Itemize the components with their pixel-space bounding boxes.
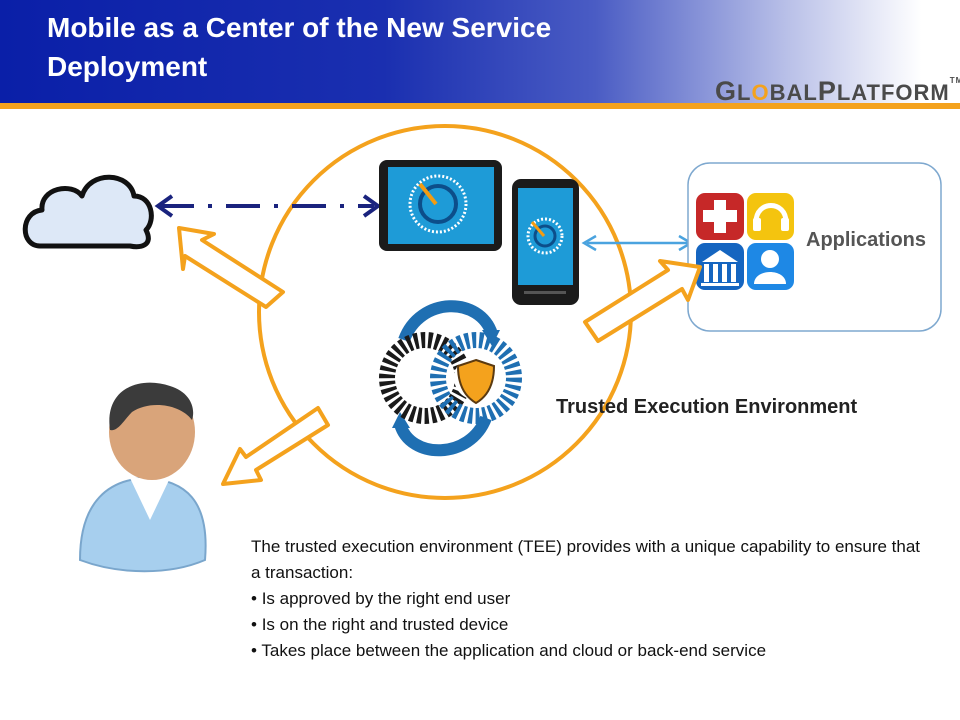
slide-title-line-1: Mobile as a Center of the New Service [47, 12, 552, 43]
bank-icon [696, 243, 744, 290]
description-bullet: Is on the right and trusted device [251, 612, 931, 638]
tee-diagram [18, 124, 942, 573]
user-badge-icon [747, 243, 794, 290]
header-banner [0, 0, 960, 103]
arrow-to-user [221, 406, 330, 486]
applications-label: Applications [806, 229, 927, 251]
description-bullet: Takes place between the application and … [251, 638, 931, 664]
user-person-icon [78, 382, 207, 573]
tablet-icon [379, 160, 502, 251]
description-bullets: Is approved by the right end user Is on … [251, 586, 931, 664]
smartphone-icon [512, 179, 579, 305]
globalplatform-logo: GLOBALPLATFORMTM [715, 76, 960, 106]
slide-title: Mobile as a Center of the New Service De… [47, 8, 667, 86]
header-accent-bar [0, 103, 960, 109]
arrow-to-applications [583, 259, 702, 343]
shield-icon [456, 358, 496, 405]
tee-rings-icon [379, 300, 522, 457]
phone-apps-link-arrow [581, 234, 694, 252]
medical-cross-icon [696, 193, 744, 240]
tee-description: The trusted execution environment (TEE) … [251, 534, 931, 664]
cloud-icon [18, 163, 154, 253]
cloud-tablet-link-arrow [154, 194, 382, 218]
tee-label: Trusted Execution Environment [556, 396, 858, 418]
headset-icon [747, 193, 794, 240]
slide-title-line-2: Deployment [47, 51, 208, 82]
arrow-to-cloud [177, 226, 285, 309]
description-intro: The trusted execution environment (TEE) … [251, 537, 921, 582]
description-bullet: Is approved by the right end user [251, 586, 931, 612]
